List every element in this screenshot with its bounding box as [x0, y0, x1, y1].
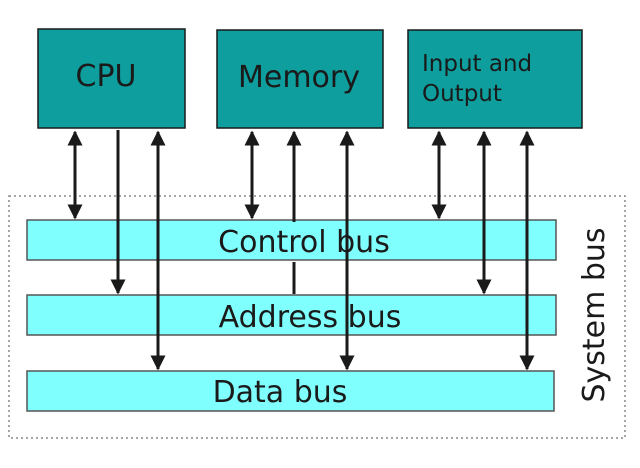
cpu-label: CPU: [76, 59, 137, 94]
cpu-box: [37, 28, 186, 129]
address-bus-label: Address bus: [219, 300, 402, 335]
address-bus-bar: [26, 294, 557, 336]
control-bus-label: Control bus: [218, 225, 390, 260]
data-bus-bar: [26, 370, 555, 412]
memory-label: Memory: [238, 60, 360, 95]
io-label-line2: Output: [422, 81, 502, 107]
control-bus-bar: [26, 219, 557, 261]
io-box: [407, 29, 583, 129]
system-bus-label: System bus: [577, 227, 612, 402]
system-bus-frame: [8, 195, 626, 439]
data-bus-label: Data bus: [213, 375, 348, 410]
memory-box: [216, 29, 384, 129]
io-label-line1: Input and: [422, 51, 532, 77]
